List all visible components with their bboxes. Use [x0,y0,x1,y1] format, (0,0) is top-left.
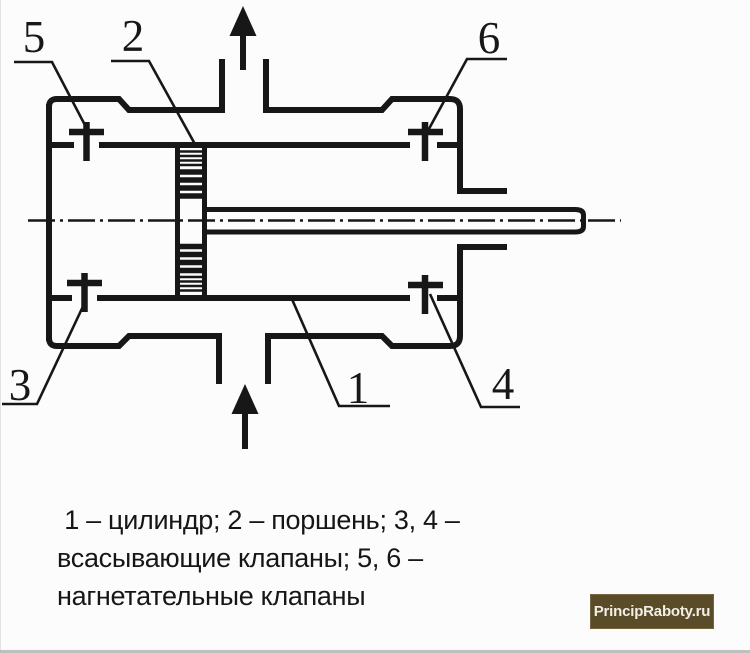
valves [67,122,443,314]
leader-label-4 [428,293,520,409]
suction-flow-arrow [231,384,259,449]
part-label-5: 5 [23,12,46,62]
cylinder-casing-outline [46,59,507,384]
leader-label-5 [14,60,89,130]
leader-label-6 [422,57,507,139]
image-left-edge [0,0,1,653]
piston-rings-fine-top [176,150,206,167]
caption-line-2: всасывающие клапаны; 5, 6 – [57,543,423,573]
leader-label-1 [289,296,390,408]
casing-bottom-right-outline [265,244,507,384]
watermark-badge: PrincipRaboty.ru [590,594,714,629]
part-label-2: 2 [122,11,145,61]
discharge-flow-arrow [229,6,257,70]
part-label-6: 6 [478,13,501,63]
part-label-3: 3 [9,360,32,410]
casing-top-left-outline [46,59,225,113]
suction-valve-right-symbol [408,275,443,314]
piston [175,145,207,298]
piston-rings-top [176,169,206,199]
figure-caption: 1 – цилиндр; 2 – поршень; 3, 4 – всасыва… [57,501,460,615]
leader-label-3 [2,299,88,406]
part-label-1: 1 [347,363,370,413]
casing-bottom-left-outline [46,333,222,384]
leader-label-2 [111,59,198,147]
image-bottom-edge [0,650,750,653]
leader-lines [2,57,520,409]
compressor-cylinder-diagram: 5 2 6 3 1 4 [2,6,621,449]
suction-arrow-head [231,384,259,414]
piston-rings-bottom [176,243,206,274]
watermark-text: PrincipRaboty.ru [593,603,711,620]
discharge-valve-right-symbol [408,122,443,161]
cylinder-bore-walls [52,142,458,301]
caption-line-1: 1 – цилиндр; 2 – поршень; 3, 4 – [57,505,460,535]
piston-rod [207,207,586,235]
part-label-4: 4 [492,359,515,409]
discharge-arrow-head [229,6,257,36]
casing-top-right-outline [263,59,507,194]
caption-line-3: нагнетательные клапаны [57,581,366,611]
piston-rings-fine-bottom [176,275,206,292]
